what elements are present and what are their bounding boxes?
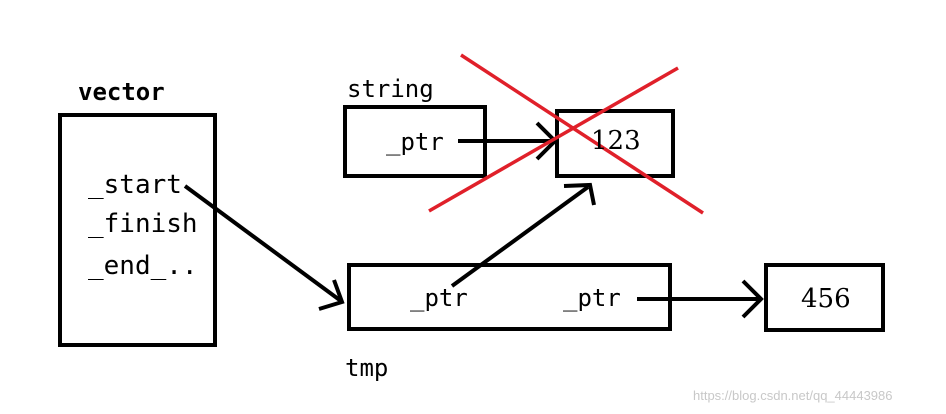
red-cross-stroke-1: [460, 53, 704, 215]
new-value-box: [764, 263, 885, 332]
tmp-ptr-right-label: _ptr: [563, 284, 621, 312]
vector-title: vector: [78, 78, 165, 106]
vector-field-finish: _finish: [88, 209, 198, 239]
vector-field-start: _start: [88, 170, 182, 200]
watermark: https://blog.csdn.net/qq_44443986: [693, 388, 893, 403]
tmp-ptr-to-new-arrowhead: [741, 279, 764, 319]
string-title: string: [347, 75, 434, 103]
old-value-label: 123: [591, 126, 641, 156]
string-ptr-arrowhead: [535, 121, 558, 161]
vector-box: [58, 113, 217, 347]
start-to-tmp-arrow: [183, 184, 343, 303]
new-value-label: 456: [801, 284, 851, 314]
tmp-ptr-left-label: _ptr: [410, 284, 468, 312]
tmp-box: [347, 263, 672, 331]
tmp-ptr-to-old-arrowhead: [563, 182, 596, 206]
string-ptr-label: _ptr: [386, 128, 444, 156]
tmp-title: tmp: [345, 354, 389, 382]
old-value-box: [555, 109, 675, 178]
vector-field-end: _end_..: [88, 251, 198, 281]
red-cross-stroke-2: [428, 66, 679, 213]
start-to-tmp-arrowhead: [318, 279, 345, 311]
tmp-ptr-to-old-arrow: [450, 185, 590, 288]
